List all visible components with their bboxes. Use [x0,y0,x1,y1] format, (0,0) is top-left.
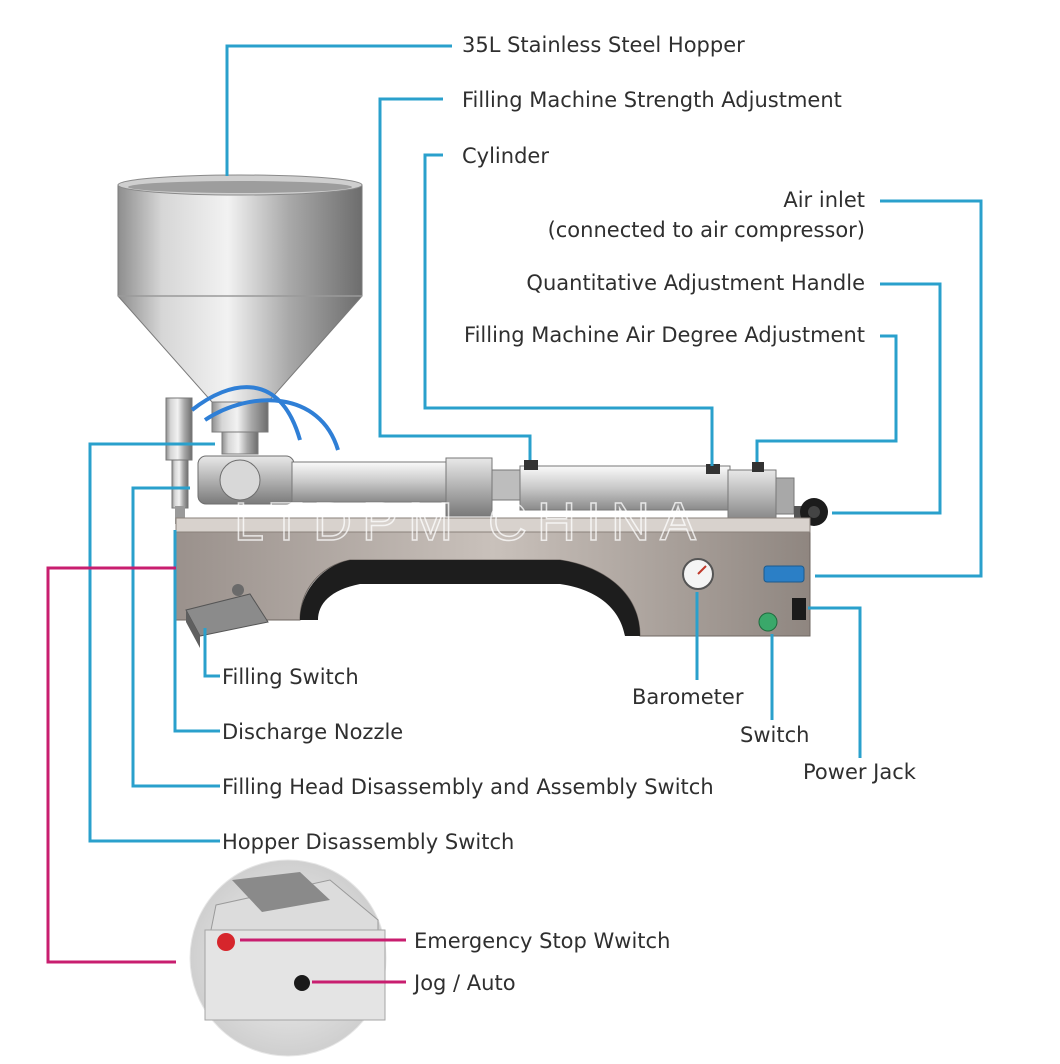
cylinder-assembly [291,457,795,527]
leader-quantitative-handle [832,282,942,515]
label-strength-adjustment: Filling Machine Strength Adjustment [462,88,842,112]
label-air-degree-adjustment: Filling Machine Air Degree Adjustment [464,323,865,347]
leader-cylinder [423,153,714,466]
label-filling-head-switch: Filling Head Disassembly and Assembly Sw… [222,775,714,799]
foot-pedal [185,593,269,648]
machine-base [175,517,811,637]
inset-control-panel [189,859,387,1057]
label-emergency-stop: Emergency Stop Wwitch [414,929,671,953]
leader-filling-head-switch [131,486,220,788]
leader-lines-magenta [46,566,406,984]
leader-hopper [225,44,452,176]
label-filling-switch: Filling Switch [222,665,359,689]
hopper [117,174,363,455]
leader-discharge-nozzle [173,530,220,733]
filling-head [165,385,340,524]
label-switch: Switch [740,723,810,747]
watermark: LTDPM CHINA [234,492,706,552]
label-air-inlet: Air inlet [783,188,865,212]
leader-strength-adjustment [378,97,532,460]
leader-air-degree [755,334,898,462]
jog-auto-knob-icon [294,975,310,991]
leader-power-jack [808,606,862,758]
label-barometer: Barometer [632,685,744,709]
side-connectors [758,565,806,632]
leader-hopper-switch [88,442,220,843]
label-power-jack: Power Jack [803,760,916,784]
label-hopper: 35L Stainless Steel Hopper [462,33,745,57]
barometer [682,558,714,590]
leader-inset [46,566,176,964]
label-hopper-switch: Hopper Disassembly Switch [222,830,515,854]
label-discharge-nozzle: Discharge Nozzle [222,720,404,744]
leader-air-inlet [815,199,983,578]
leader-lines-blue [88,44,983,843]
label-cylinder: Cylinder [462,144,549,168]
label-jog-auto: Jog / Auto [414,971,516,995]
label-air-inlet-note: (connected to air compressor) [547,218,865,242]
leader-filling-switch [203,628,220,678]
label-quantitative-handle: Quantitative Adjustment Handle [526,271,865,295]
emergency-stop-icon [217,933,235,951]
